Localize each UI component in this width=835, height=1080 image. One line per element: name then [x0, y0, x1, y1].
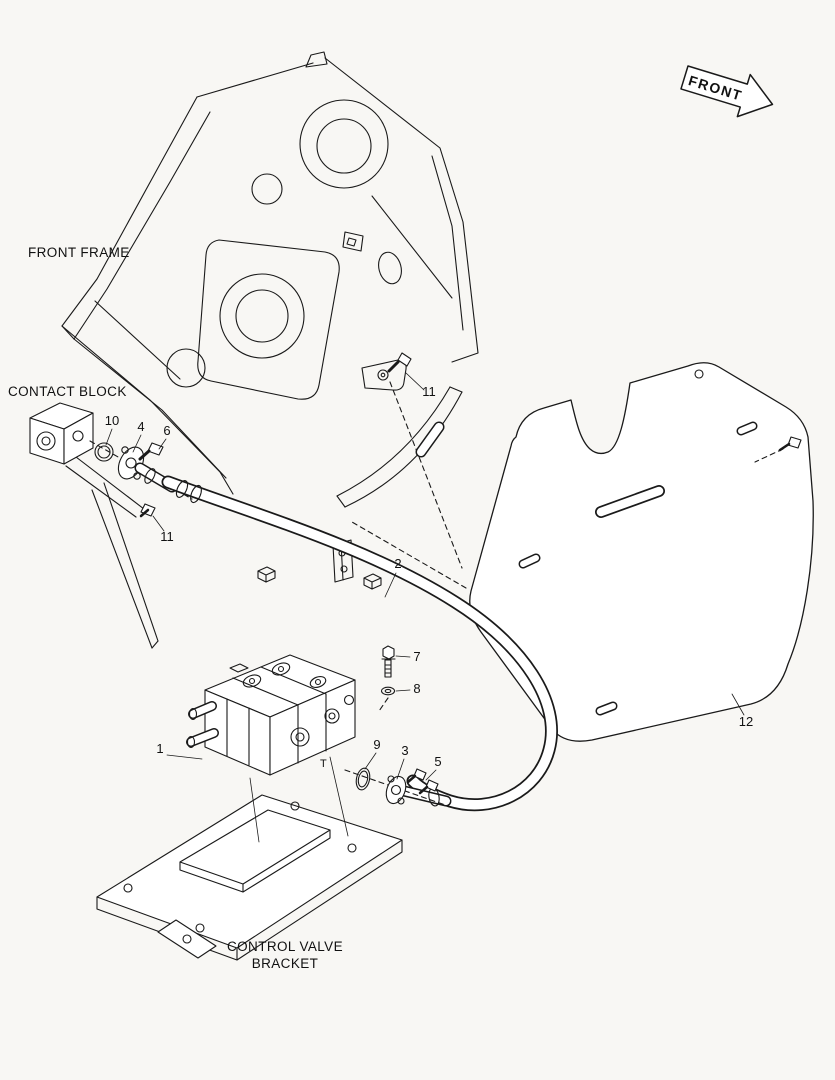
callout-number: 12: [739, 714, 753, 729]
weld-nut: [363, 573, 382, 590]
callout-number: 8: [413, 681, 420, 696]
hydraulic-hose: [161, 475, 558, 812]
weld-nut: [257, 566, 276, 583]
elbow-flange-group: [355, 767, 439, 805]
o-ring-10: [94, 442, 114, 462]
bolt-11-lower: [139, 503, 156, 518]
callout-7: 7: [395, 649, 421, 664]
control-valve-bracket-label-line1: CONTROL VALVE: [227, 939, 343, 954]
callout-number: 4: [137, 419, 144, 434]
callout-number: 11: [160, 529, 174, 544]
callout-8: 8: [395, 681, 421, 696]
callout-number: 10: [105, 413, 119, 428]
callout-number: 11: [422, 384, 436, 399]
callouts: 11 10 4 6 11 2 7 8: [105, 372, 753, 781]
bolt-11-upper: [387, 352, 412, 373]
flange-3: [385, 775, 407, 805]
callout-10: 10: [105, 413, 119, 446]
callout-number: 3: [401, 743, 408, 758]
valve-port-label: T: [320, 758, 327, 770]
bolt-5: [406, 768, 439, 795]
control-valve-bracket-label-line2: BRACKET: [252, 956, 319, 971]
frame-lug: [361, 359, 407, 391]
frame-curved-arm: [336, 386, 463, 508]
cover-plate-drawing: [351, 362, 814, 742]
callout-number: 9: [373, 737, 380, 752]
callout-1: 1: [156, 741, 203, 760]
cover-plate-screw: [754, 436, 802, 463]
callout-11-lower: 11: [152, 515, 174, 544]
control-valve-bracket-drawing: [96, 794, 403, 961]
callout-number: 5: [434, 754, 441, 769]
bolt-6: [138, 442, 164, 461]
control-valve-drawing: T: [186, 654, 356, 776]
callout-11-upper: 11: [405, 372, 436, 399]
o-ring-9: [355, 767, 371, 791]
callout-number: 7: [413, 649, 420, 664]
callout-number: 2: [394, 556, 401, 571]
bolt-7: [381, 645, 396, 678]
contact-block-label: CONTACT BLOCK: [8, 384, 127, 399]
callout-4: 4: [132, 419, 145, 453]
callout-3: 3: [396, 743, 409, 780]
callout-number: 1: [156, 741, 163, 756]
contact-block-drawing: [29, 402, 94, 465]
washer-8: [378, 686, 396, 712]
flange-4: [117, 446, 145, 480]
callout-6: 6: [158, 423, 171, 450]
front-frame-drawing: [61, 51, 479, 649]
callout-2: 2: [384, 556, 402, 598]
callout-9: 9: [364, 737, 381, 770]
front-direction-arrow: FRONT: [680, 65, 774, 118]
callout-12: 12: [731, 693, 753, 729]
bracket-tab: [157, 919, 217, 959]
callout-5: 5: [425, 754, 442, 781]
callout-number: 6: [163, 423, 170, 438]
front-frame-label: FRONT FRAME: [28, 245, 130, 260]
